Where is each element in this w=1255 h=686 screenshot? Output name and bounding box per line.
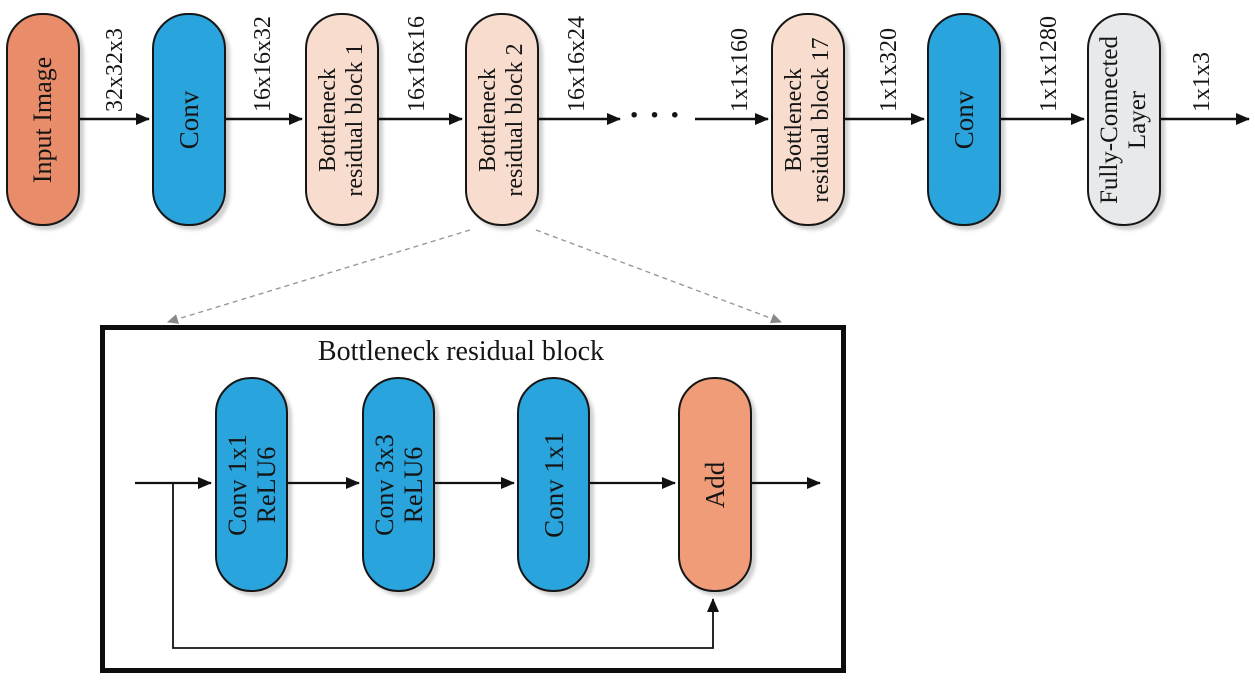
bottleneck-detail-title: Bottleneck residual block: [317, 336, 605, 367]
edge-label-1x1x160: 1x1x160: [727, 28, 753, 112]
block-bottleneck-2-label: Bottleneck residual block 2: [475, 42, 528, 197]
block-bottleneck-17-label: Bottleneck residual block 17: [781, 36, 834, 203]
edge-label-16x16x16: 16x16x16: [404, 16, 430, 112]
edge-label-1x1x1280: 1x1x1280: [1036, 16, 1062, 112]
detail-block-conv3x3-relu6-label: Conv 3x3 ReLU6: [369, 433, 428, 536]
block-conv-1: Conv: [152, 13, 226, 226]
edge-label-1x1x320: 1x1x320: [876, 28, 902, 112]
block-fully-connected-label: Fully-Connected Layer: [1096, 35, 1151, 204]
dashed-expansion-line-left: [167, 229, 471, 324]
detail-block-add-label: Add: [699, 461, 730, 508]
detail-block-conv1x1: Conv 1x1: [517, 377, 590, 592]
detail-block-conv3x3-relu6: Conv 3x3 ReLU6: [362, 377, 435, 592]
edge-label-1x1x3: 1x1x3: [1189, 52, 1215, 112]
detail-block-conv1x1-relu6: Conv 1x1 ReLU6: [215, 377, 288, 592]
block-bottleneck-1: Bottleneck residual block 1: [305, 13, 379, 226]
block-bottleneck-2: Bottleneck residual block 2: [465, 13, 539, 226]
block-input-image-label: Input Image: [28, 56, 58, 183]
edge-label-16x16x32: 16x16x32: [250, 16, 276, 112]
block-bottleneck-17: Bottleneck residual block 17: [771, 13, 845, 226]
block-input-image: Input Image: [6, 13, 80, 226]
dashed-expansion-line-right: [535, 229, 782, 324]
block-conv-1-label: Conv: [173, 90, 204, 149]
detail-block-conv1x1-relu6-label: Conv 1x1 ReLU6: [222, 433, 281, 536]
block-fully-connected: Fully-Connected Layer: [1087, 13, 1161, 226]
detail-block-add: Add: [678, 377, 752, 592]
ellipsis-dots: ···: [628, 97, 690, 134]
block-conv-2: Conv: [927, 13, 1001, 226]
detail-block-conv1x1-label: Conv 1x1: [538, 431, 569, 538]
edge-label-32x32x3: 32x32x3: [102, 28, 128, 112]
block-conv-2-label: Conv: [948, 90, 979, 149]
edge-label-16x16x24: 16x16x24: [564, 16, 590, 112]
block-bottleneck-1-label: Bottleneck residual block 1: [315, 42, 368, 197]
